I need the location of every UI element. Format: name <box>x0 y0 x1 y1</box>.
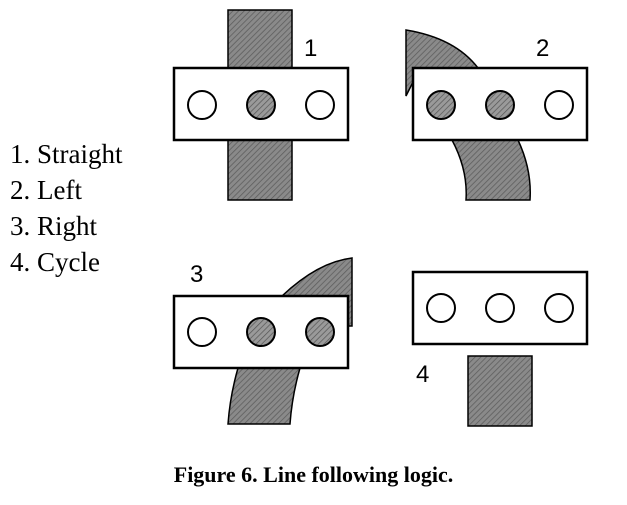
figure-caption: Figure 6. Line following logic. <box>173 462 454 487</box>
sensor-left <box>426 90 456 120</box>
sensor-right <box>544 293 574 323</box>
legend: 1. Straight 2. Left 3. Right 4. Cycle <box>10 136 123 280</box>
line-segment-bottom <box>467 355 533 427</box>
sensor-center <box>246 317 276 347</box>
sensor-right <box>305 90 335 120</box>
legend-item-left: 2. Left <box>10 175 82 205</box>
sensor-right <box>305 317 335 347</box>
sensor-left <box>187 90 217 120</box>
panel-number: 4 <box>416 361 429 388</box>
sensor-center <box>485 90 515 120</box>
legend-item-straight: 1. Straight <box>10 139 123 169</box>
line-curve-bottom <box>227 367 301 425</box>
line-curve-bottom <box>450 139 531 201</box>
sensor-center <box>246 90 276 120</box>
sensor-center <box>485 293 515 323</box>
panel-number: 2 <box>536 35 549 62</box>
panel-straight: 1 <box>172 9 350 201</box>
panel-number: 1 <box>304 35 317 62</box>
panel-number: 3 <box>190 261 203 288</box>
legend-item-cycle: 4. Cycle <box>10 247 100 277</box>
line-segment-bottom <box>227 139 293 201</box>
line-curve-top <box>280 257 353 327</box>
panel-cycle: 4 <box>411 270 589 427</box>
legend-item-right: 3. Right <box>10 211 98 241</box>
line-segment-top <box>227 9 293 71</box>
panel-right: 3 <box>172 257 353 425</box>
sensor-left <box>426 293 456 323</box>
sensor-left <box>187 317 217 347</box>
panel-left: 2 <box>405 29 589 201</box>
sensor-right <box>544 90 574 120</box>
